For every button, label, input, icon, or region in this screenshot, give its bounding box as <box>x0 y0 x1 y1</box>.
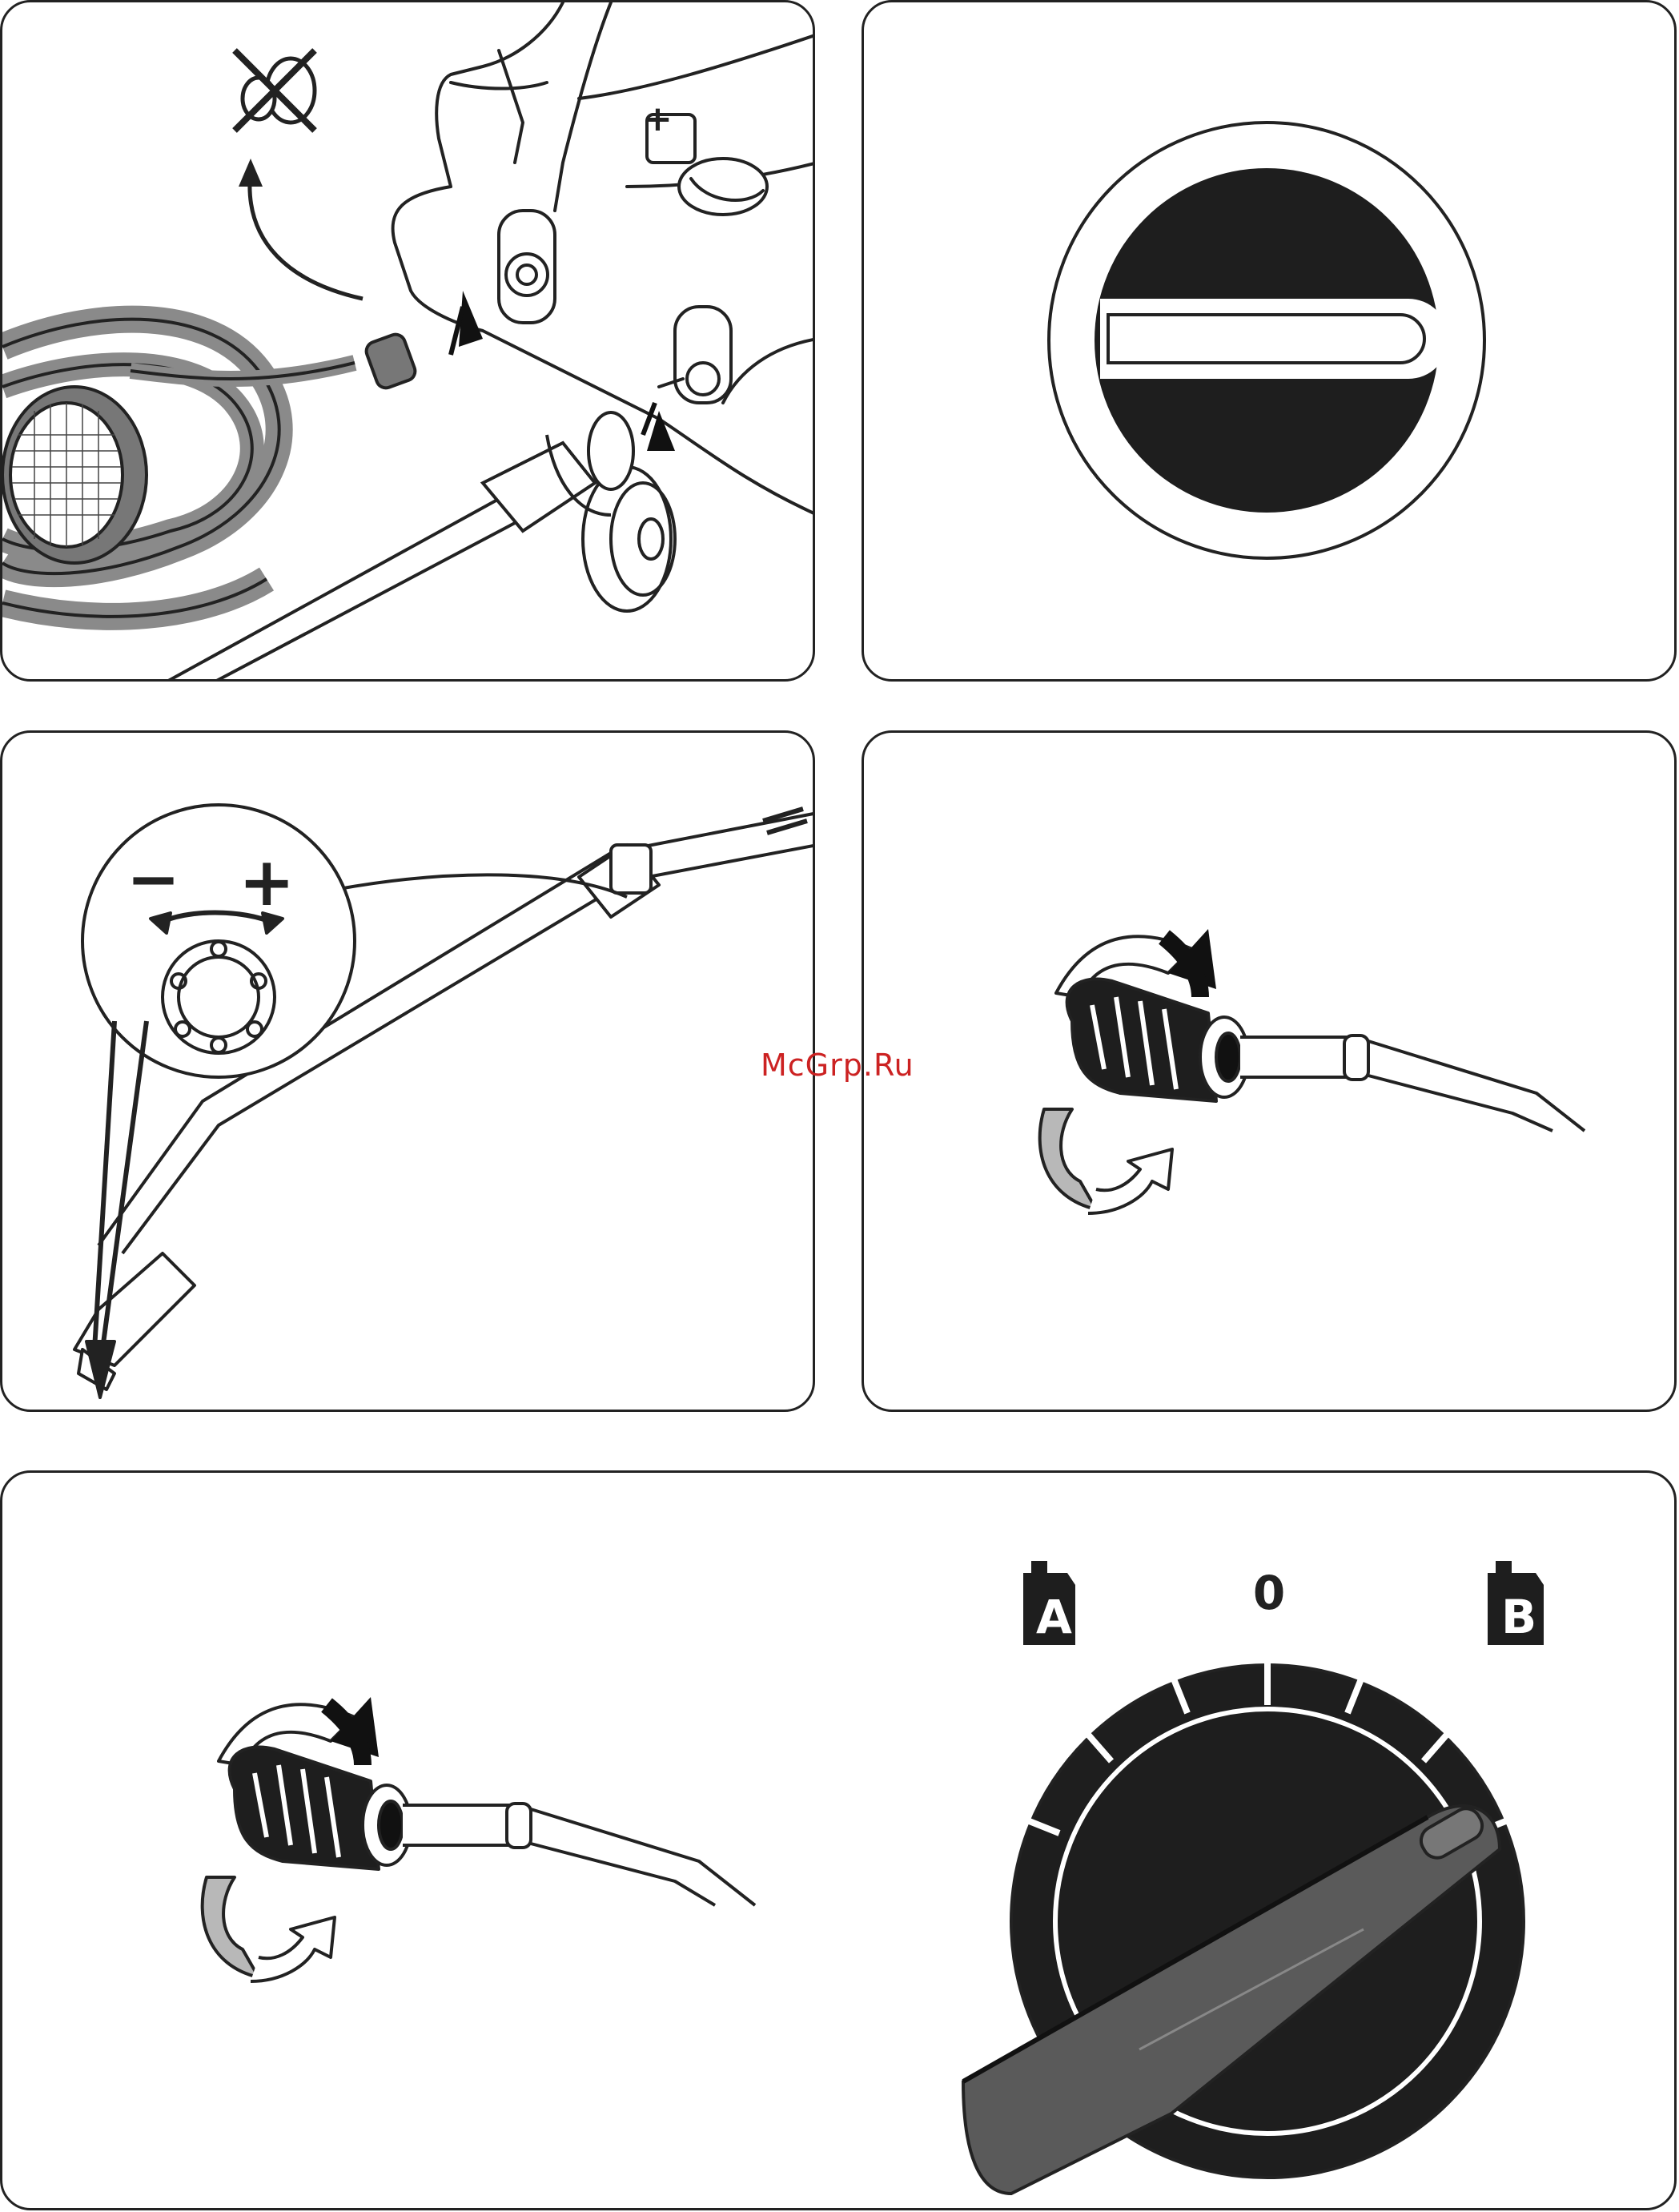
illustration-detergent-selector: A 0 B <box>2 1473 1677 2210</box>
rotate-arrow-icon <box>203 1697 755 1981</box>
curved-arrow-icon <box>239 159 363 299</box>
panel-detergent-selector: A 0 B <box>0 1470 1677 2210</box>
minus-label: − <box>127 842 180 916</box>
cross-out-icon <box>235 50 315 131</box>
svg-text:+: + <box>643 99 673 139</box>
position-a-label: A <box>1036 1590 1072 1644</box>
position-zero-label: 0 <box>1253 1566 1285 1620</box>
watermark: McGrp.Ru <box>761 1048 914 1083</box>
illustration-nozzle-rotate <box>864 733 1677 1412</box>
panel-pressure-adjust: − + <box>0 730 815 1412</box>
position-b-label: B <box>1501 1590 1536 1644</box>
panel-nozzle-rotate <box>862 730 1677 1412</box>
panel-knob-slot <box>862 0 1677 682</box>
illustration-knob-slot <box>864 2 1677 682</box>
panel-connect-hose: + <box>0 0 815 682</box>
illustration-connect-hose: + <box>2 2 815 682</box>
illustration-pressure-adjust: − + <box>2 733 815 1412</box>
plus-label: + <box>239 843 295 921</box>
